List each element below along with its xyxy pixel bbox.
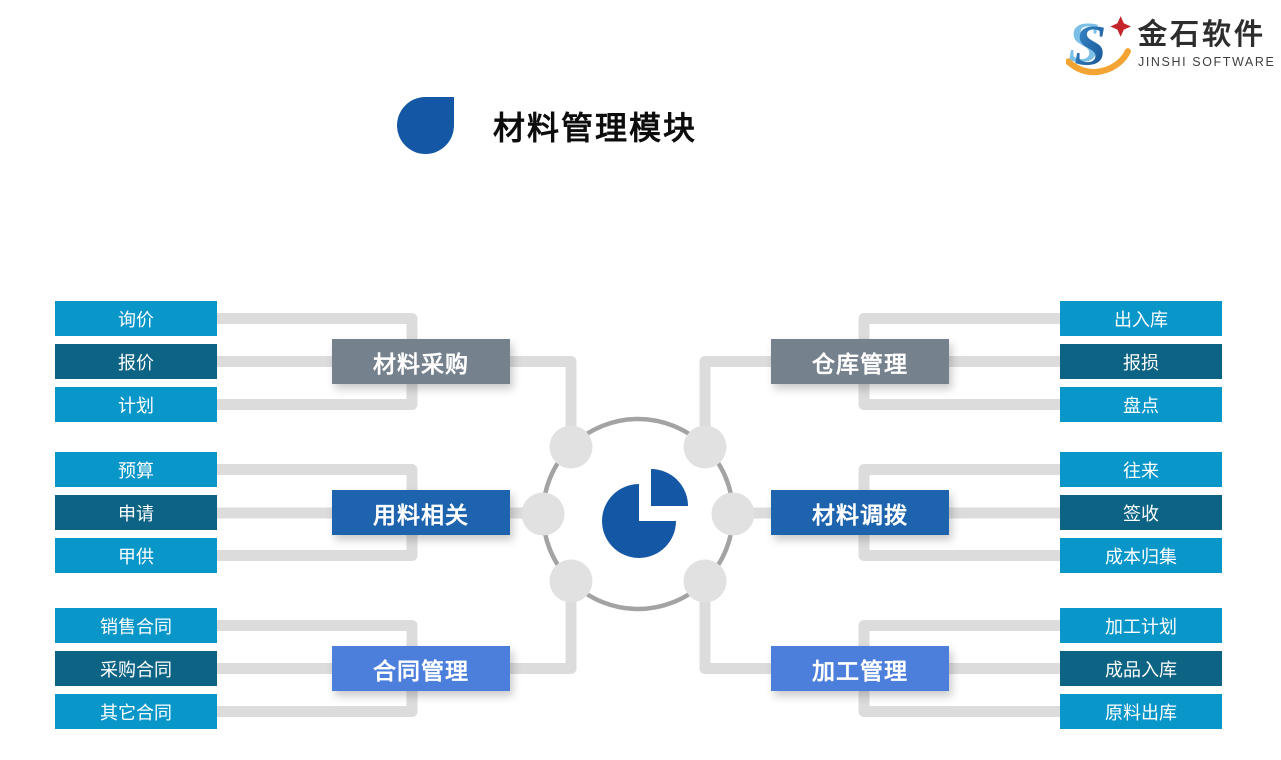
child-box-sign-receipt: 签收 (1060, 495, 1222, 530)
parent-box-processing-management: 加工管理 (771, 646, 949, 691)
page-title: 材料管理模块 (493, 109, 698, 146)
child-box-inquiry: 询价 (55, 301, 217, 336)
hub-node-left (521, 492, 565, 536)
child-box-cost-collection: 成本归集 (1060, 538, 1222, 573)
logo-sparkle-icon (1110, 16, 1131, 37)
child-box-owner-supplied: 甲供 (55, 538, 217, 573)
logo-swoosh (1066, 48, 1131, 76)
parent-box-warehouse-management: 仓库管理 (771, 339, 949, 384)
parent-box-material-purchase: 材料采购 (332, 339, 510, 384)
parent-box-material-transfer: 材料调拨 (771, 490, 949, 535)
hub-node-top-left (549, 425, 593, 469)
jinshi-logo-icon: S S (1066, 12, 1131, 78)
title-drop-icon (397, 97, 454, 154)
child-box-other-contract: 其它合同 (55, 694, 217, 729)
brand-name-en: JINSHI SOFTWARE (1138, 54, 1276, 69)
child-box-damage-report: 报损 (1060, 344, 1222, 379)
child-box-plan: 计划 (55, 387, 217, 422)
child-box-application: 申请 (55, 495, 217, 530)
parent-box-material-usage: 用料相关 (332, 490, 510, 535)
hub-node-bottom-right (683, 559, 727, 603)
hub-nodes (521, 425, 755, 603)
brand-logo: S S 金石软件 JINSHI SOFTWARE (1066, 10, 1275, 78)
parent-box-contract-management: 合同管理 (332, 646, 510, 691)
child-box-stocktaking: 盘点 (1060, 387, 1222, 422)
child-box-budget: 预算 (55, 452, 217, 487)
child-box-raw-material-outbound: 原料出库 (1060, 694, 1222, 729)
child-box-quotation: 报价 (55, 344, 217, 379)
child-box-finished-goods-inbound: 成品入库 (1060, 651, 1222, 686)
brand-name-cn: 金石软件 (1138, 19, 1267, 52)
hub-node-right (711, 492, 755, 536)
pie-chart-icon (602, 469, 688, 558)
child-box-sales-contract: 销售合同 (55, 608, 217, 643)
hub-node-bottom-left (549, 559, 593, 603)
title-block: 材料管理模块 (397, 97, 697, 154)
child-box-in-out-warehouse: 出入库 (1060, 301, 1222, 336)
child-box-processing-plan: 加工计划 (1060, 608, 1222, 643)
hub-node-top-right (683, 425, 727, 469)
child-box-purchase-contract: 采购合同 (55, 651, 217, 686)
child-box-transactions: 往来 (1060, 452, 1222, 487)
